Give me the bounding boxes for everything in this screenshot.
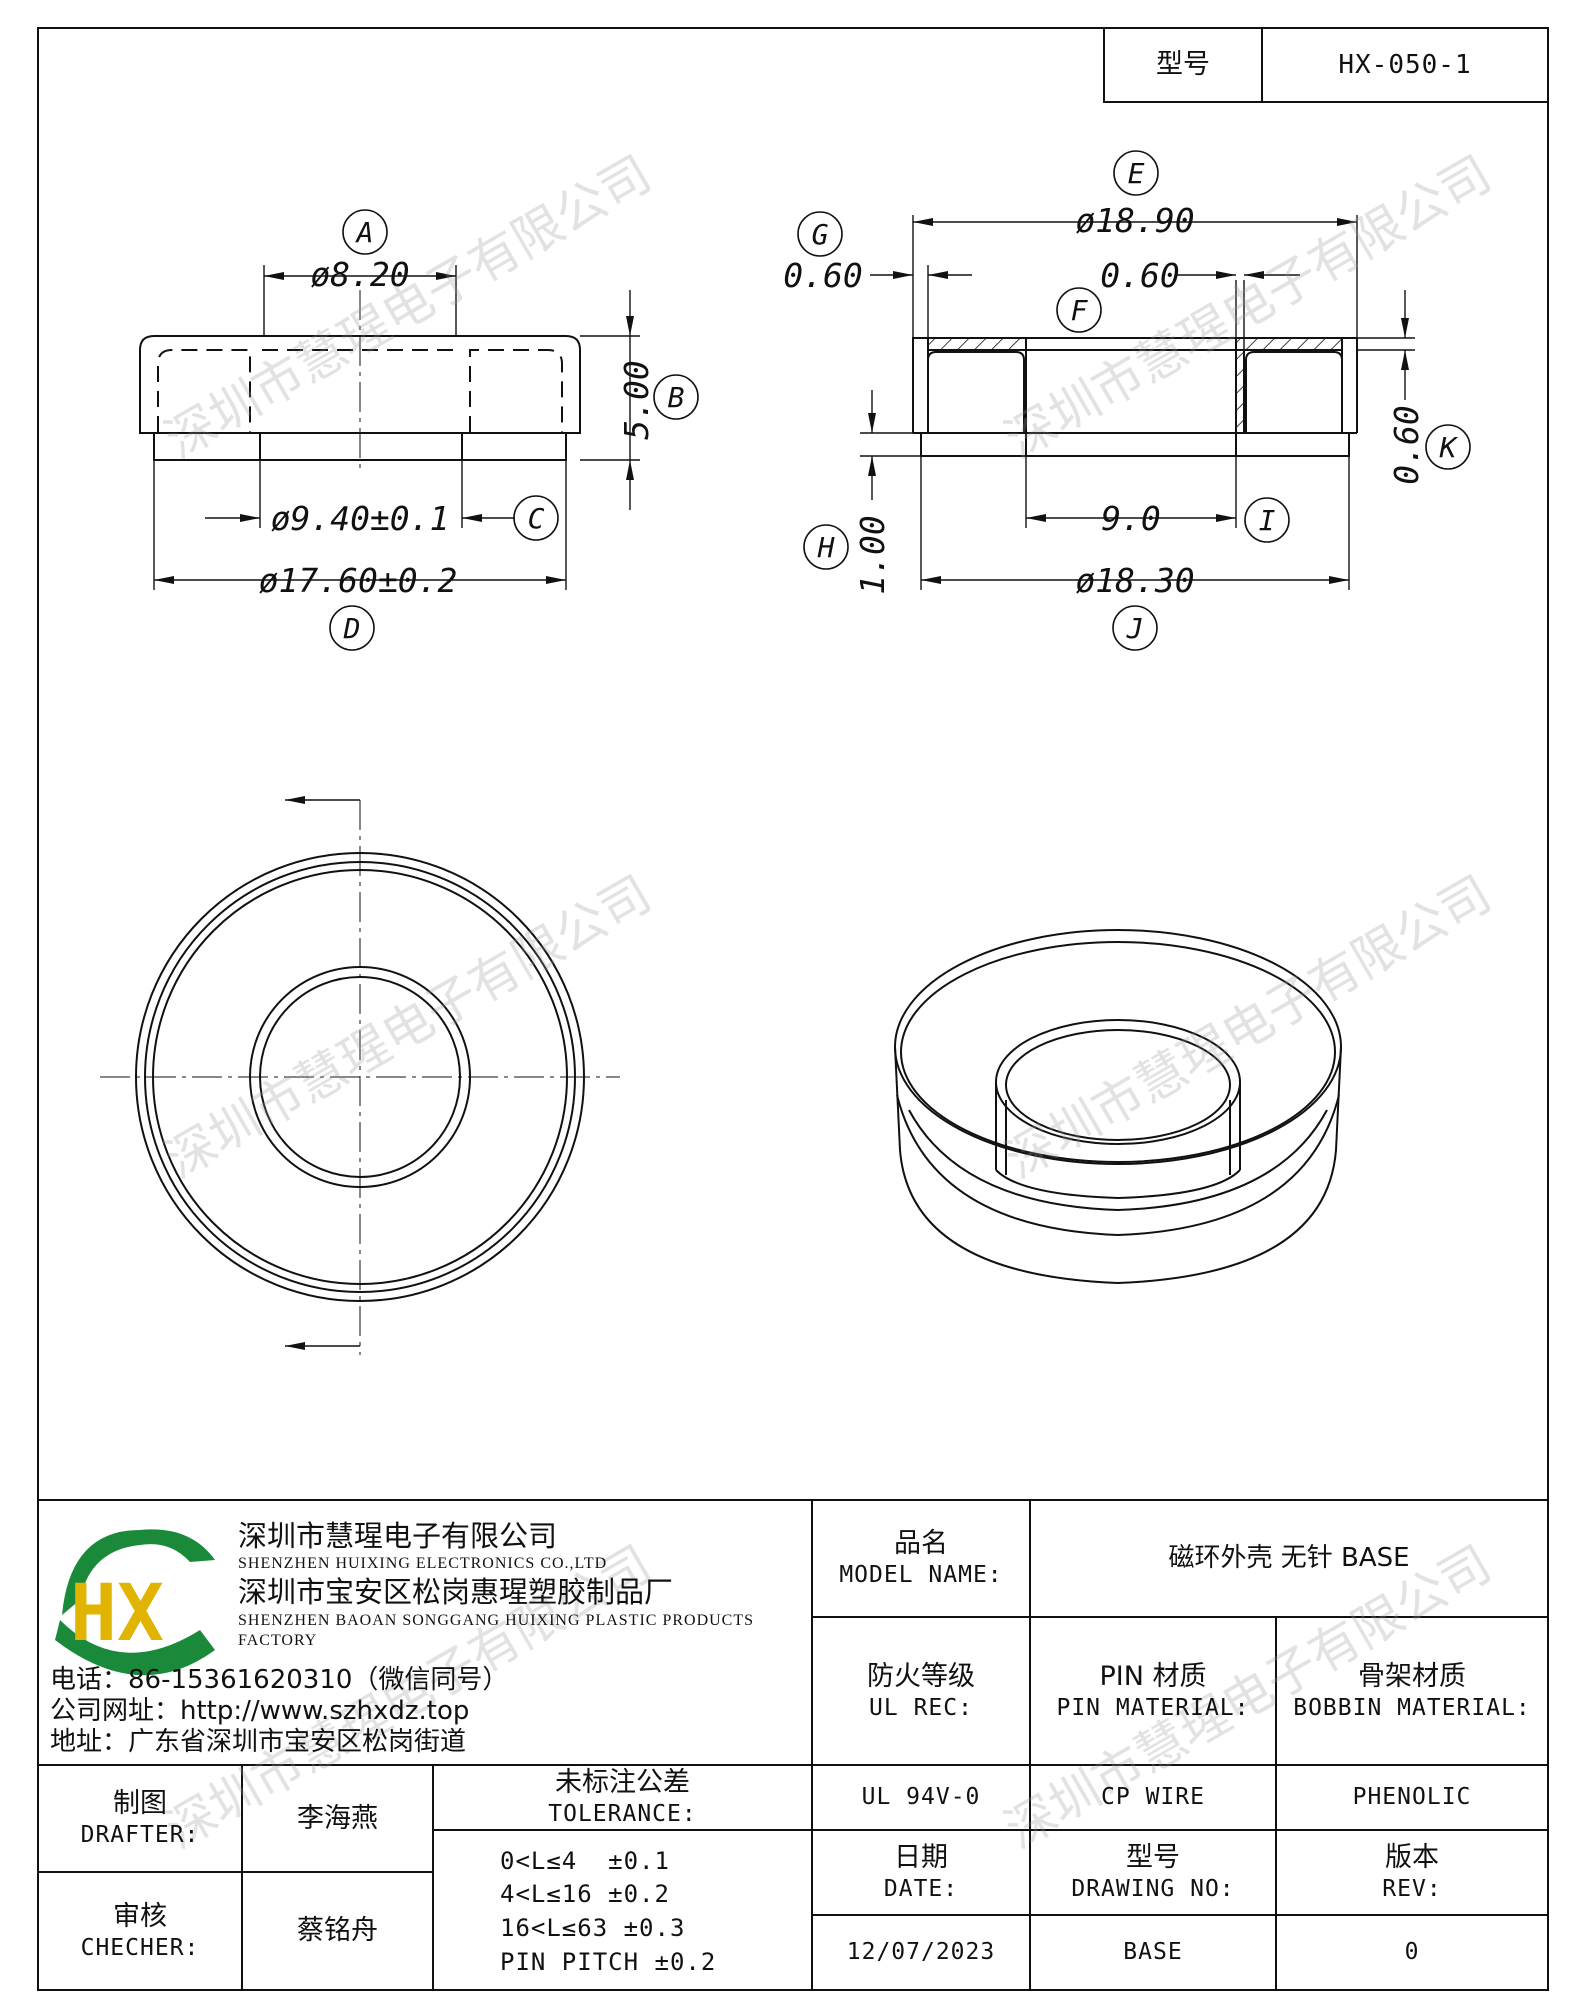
dimension-labels: ø8.20 5.00 ø9.40±0.1 ø17.60±0.2 ø18.90 0… <box>259 201 1426 600</box>
rev-en: REV: <box>1382 1876 1442 1902</box>
rev-value: 0 <box>1404 1939 1420 1966</box>
drafter-en: DRAFTER: <box>80 1822 200 1848</box>
isometric-view <box>894 929 1342 1285</box>
model-name-label: 品名 MODEL NAME: <box>812 1500 1030 1617</box>
ul-label: 防火等级 UL REC: <box>812 1617 1030 1765</box>
drawing-en: DRAWING NO: <box>1071 1876 1235 1902</box>
tag-F: F <box>1071 294 1089 327</box>
ul-en: UL REC: <box>869 1694 973 1721</box>
company-website: 公司网址：http://www.szhxdz.top <box>50 1696 470 1727</box>
tolerance-cn: 未标注公差 <box>555 1767 690 1799</box>
tag-C: C <box>528 502 545 535</box>
tag-I: I <box>1259 504 1276 537</box>
model-name-value: 磁环外壳 无针 BASE <box>1168 1543 1410 1574</box>
checker-en: CHECHER: <box>80 1934 200 1961</box>
factory-name-en: SHENZHEN BAOAN SONGGANG HUIXING PLASTIC … <box>238 1611 755 1649</box>
bobbin-material-value: PHENOLIC <box>1352 1784 1472 1811</box>
tag-H: H <box>817 531 835 564</box>
top-view <box>100 796 620 1355</box>
pin-material-label: PIN 材质 PIN MATERIAL: <box>1030 1617 1276 1765</box>
rev-cn: 版本 <box>1385 1842 1439 1874</box>
tag-J: J <box>1126 612 1144 645</box>
tolerance-line: 0<L≤4 ±0.1 <box>500 1846 670 1875</box>
sheet-border <box>37 27 1549 1991</box>
bobbin-cn: 骨架材质 <box>1358 1660 1466 1692</box>
drawing-no-label: 型号 DRAWING NO: <box>1030 1830 1276 1915</box>
tag-K: K <box>1439 431 1459 464</box>
logo-text: HX <box>70 1569 164 1659</box>
checker-label: 审核 CHECHER: <box>38 1872 242 1990</box>
model-value: HX-050-1 <box>1338 49 1472 80</box>
factory-name-cn: 深圳市宝安区松岗惠瑆塑胶制品厂 <box>238 1575 674 1610</box>
company-info: 深圳市慧瑆电子有限公司 SHENZHEN HUIXING ELECTRONICS… <box>238 1518 808 1698</box>
header-model-box <box>1103 27 1549 103</box>
checker-value: 蔡铭舟 <box>297 1915 378 1947</box>
company-name-cn: 深圳市慧瑆电子有限公司 <box>238 1519 558 1553</box>
dim-E-text: ø18.90 <box>1075 201 1194 240</box>
dim-K-text: 0.60 <box>1387 405 1426 484</box>
tolerance-list: 0<L≤4 ±0.1 4<L≤16 ±0.2 16<L≤63 ±0.3 PIN … <box>500 1838 800 1986</box>
dim-C-text: ø9.40±0.1 <box>271 499 450 538</box>
model-label: 型号 <box>1156 49 1210 81</box>
checker-cn: 审核 <box>113 1900 167 1932</box>
tag-B: B <box>668 381 685 414</box>
date-cn: 日期 <box>894 1842 948 1874</box>
dim-B-text: 5.00 <box>617 360 656 439</box>
tolerance-line: 16<L≤63 ±0.3 <box>500 1914 686 1942</box>
company-contact: 电话：86-15361620310（微信同号） 公司网址：http://www.… <box>50 1665 810 1763</box>
rev-label: 版本 REV: <box>1276 1830 1548 1915</box>
dimension-tags <box>329 150 1471 651</box>
dim-I-text: 9.0 <box>1101 499 1161 538</box>
tag-A: A <box>355 216 374 249</box>
dim-H-text: 1.00 <box>853 515 892 594</box>
company-logo: HX <box>55 1529 215 1676</box>
pin-cn: PIN 材质 <box>1099 1660 1207 1692</box>
drafter-label: 制图 DRAFTER: <box>38 1765 242 1872</box>
bobbin-en: BOBBIN MATERIAL: <box>1293 1694 1531 1721</box>
tolerance-en: TOLERANCE: <box>548 1801 697 1827</box>
dim-J-text: ø18.30 <box>1075 561 1194 600</box>
tag-D: D <box>343 612 361 645</box>
tolerance-line: 4<L≤16 ±0.2 <box>500 1880 670 1909</box>
date-en: DATE: <box>883 1876 959 1902</box>
company-name-en: SHENZHEN HUIXING ELECTRONICS CO.,LTD <box>238 1555 608 1573</box>
tolerance-label: 未标注公差 TOLERANCE: <box>433 1765 812 1830</box>
ul-value: UL 94V-0 <box>861 1784 981 1811</box>
company-phone: 电话：86-15361620310（微信同号） <box>50 1665 509 1695</box>
date-value: 12/07/2023 <box>846 1939 996 1966</box>
tag-G: G <box>812 218 829 251</box>
dim-G-text: 0.60 <box>783 256 862 295</box>
model-name-cn: 品名 <box>894 1528 948 1560</box>
drawing-no-value: BASE <box>1123 1939 1183 1966</box>
dim-F-text: 0.60 <box>1100 256 1179 295</box>
dim-D-text: ø17.60±0.2 <box>259 561 458 600</box>
dim-A-text: ø8.20 <box>310 255 409 294</box>
tolerance-line: PIN PITCH ±0.2 <box>500 1947 717 1976</box>
left-section-view <box>139 265 640 590</box>
pin-en: PIN MATERIAL: <box>1056 1694 1250 1721</box>
drafter-value: 李海燕 <box>297 1802 378 1834</box>
ul-cn: 防火等级 <box>867 1660 975 1692</box>
drawing-cn: 型号 <box>1126 1842 1180 1874</box>
dimension-tag-letters: A B C D E F G H I J K <box>343 157 1459 645</box>
date-label: 日期 DATE: <box>812 1830 1030 1915</box>
drafter-cn: 制图 <box>113 1788 167 1820</box>
right-section-view <box>860 215 1415 590</box>
tag-E: E <box>1128 157 1145 190</box>
title-block-grid <box>38 1499 1548 1990</box>
bobbin-material-label: 骨架材质 BOBBIN MATERIAL: <box>1276 1617 1548 1765</box>
company-address: 地址：广东省深圳市宝安区松岗街道 <box>50 1727 467 1758</box>
model-name-en: MODEL NAME: <box>839 1562 1003 1588</box>
pin-material-value: CP WIRE <box>1101 1784 1205 1811</box>
